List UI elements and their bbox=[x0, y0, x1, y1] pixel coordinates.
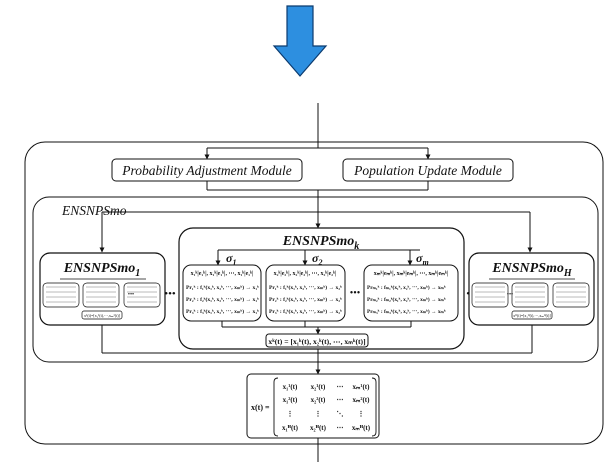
ensnpsmo-group-label: ENSNPSmo bbox=[61, 203, 127, 218]
matrix-cell-3-3: ⋱ bbox=[337, 410, 344, 418]
down-arrow-icon bbox=[272, 5, 328, 77]
left-module-output: x¹(t)=[x₁¹(t),⋯,xₘ¹(t)] bbox=[81, 310, 123, 320]
left-output-text: x¹(t)=[x₁¹(t),⋯,xₘ¹(t)] bbox=[84, 313, 120, 319]
matrix-cell-2-3: ⋯ bbox=[337, 396, 344, 404]
center-module-title: ENSNPSmok bbox=[282, 234, 360, 252]
neuron-m-rule-3: Prₘ₃ᵏ : fₘ₃ᵏ(x₁ᵏ, x₂ᵏ, ⋯, xₘᵏ) → xₘᵏ bbox=[367, 308, 446, 315]
module-merge-lines bbox=[206, 181, 429, 197]
neuron-1-rule-3: Pr₃ᵏ : f₃ᵏ(x₁ᵏ, x₂ᵏ, ⋯, xₘᵏ) → x₁ᵏ bbox=[186, 308, 259, 315]
right-module-mini-text bbox=[475, 286, 586, 303]
center-output-vector: xᵏ(t) = [x₁ᵏ(t), x₂ᵏ(t), ⋯, xₘᵏ(t)] bbox=[265, 333, 369, 348]
collection-lines bbox=[101, 325, 533, 375]
matrix-cell-3-4: ⋮ bbox=[358, 410, 365, 418]
neuron-1: x₁ᵏ|e₁ᵏ|, x₁ᵏ|e₁ᵏ|, ⋯, x₁ᵏ|e₁ᵏ| Pr₁ᵏ : f… bbox=[182, 264, 262, 322]
matrix-right-bracket bbox=[371, 377, 377, 437]
neuron-2-rule-2: Pr₂ᵏ : f₂ᵏ(x₁ᵏ, x₂ᵏ, ⋯, xₘᵏ) → x₂ᵏ bbox=[269, 296, 342, 303]
ensnpsmo-group-container bbox=[32, 196, 599, 363]
matrix-cell-3-1: ⋮ bbox=[287, 410, 294, 418]
outer-container bbox=[24, 141, 604, 445]
neuron-m: xₘᵏ|eₘᵏ|, xₘᵏ|eₘᵏ|, ⋯, xₘᵏ|eₘᵏ| Prₘ₁ᵏ : … bbox=[363, 264, 459, 322]
neuron-2: x₂ᵏ|e₂ᵏ|, x₂ᵏ|e₂ᵏ|, ⋯, x₂ᵏ|e₂ᵏ| Pr₁ᵏ : f… bbox=[265, 264, 346, 322]
left-module-title: ENSNPSmo1 bbox=[63, 261, 141, 279]
neuron-ellipsis-2: ••• bbox=[350, 288, 361, 299]
sigma-m-label: σm bbox=[416, 251, 429, 267]
neuron-2-rule-3: Pr₃ᵏ : f₃ᵏ(x₁ᵏ, x₂ᵏ, ⋯, xₘᵏ) → x₂ᵏ bbox=[269, 308, 342, 315]
neuron-1-rule-1: Pr₁ᵏ : f₁ᵏ(x₁ᵏ, x₂ᵏ, ⋯, xₘᵏ) → x₁ᵏ bbox=[186, 284, 259, 291]
neuron-1-header: x₁ᵏ|e₁ᵏ|, x₁ᵏ|e₁ᵏ|, ⋯, x₁ᵏ|e₁ᵏ| bbox=[191, 271, 254, 277]
right-mini-ellipsis: ••• bbox=[507, 292, 513, 298]
matrix-cell-4-3: ⋯ bbox=[337, 424, 344, 432]
matrix-cell-1-4: xₘ¹(t) bbox=[353, 383, 371, 391]
left-module-mini-neurons bbox=[42, 278, 161, 308]
sigma-2-label: σ2 bbox=[312, 251, 322, 267]
matrix-lhs: x(t) = bbox=[251, 403, 270, 412]
sigma-1-label: σ1 bbox=[226, 251, 236, 267]
neuron-output-lines bbox=[221, 321, 412, 335]
left-module-mini-text bbox=[46, 286, 157, 303]
right-output-text: xᴴ(t)=[x₁ᴴ(t),⋯,xₘᴴ(t)] bbox=[513, 313, 551, 319]
neuron-m-rule-2: Prₘ₂ᵏ : fₘ₂ᵏ(x₁ᵏ, x₂ᵏ, ⋯, xₘᵏ) → xₘᵏ bbox=[367, 296, 446, 303]
neuron-2-header: x₂ᵏ|e₂ᵏ|, x₂ᵏ|e₂ᵏ|, ⋯, x₂ᵏ|e₂ᵏ| bbox=[274, 271, 337, 277]
matrix-cell-1-3: ⋯ bbox=[337, 383, 344, 391]
matrix-cell-3-2: ⋮ bbox=[315, 410, 322, 418]
sigma-feed-lines bbox=[215, 249, 420, 266]
right-module-H: ENSNPSmoH ••• xᴴ(t)=[x₁ᴴ(t),⋯,xₘᴴ(t)] bbox=[468, 252, 595, 326]
center-output-text: xᵏ(t) = [x₁ᵏ(t), x₂ᵏ(t), ⋯, xₘᵏ(t)] bbox=[268, 337, 365, 346]
matrix-cell-2-1: x₁²(t) bbox=[283, 396, 298, 404]
right-module-mini-neurons bbox=[471, 278, 590, 308]
matrix-cell-2-4: xₘ²(t) bbox=[353, 396, 371, 404]
matrix-cell-4-4: xₘᴴ(t) bbox=[352, 424, 371, 432]
neuron-m-rule-1: Prₘ₁ᵏ : fₘ₁ᵏ(x₁ᵏ, x₂ᵏ, ⋯, xₘᵏ) → xₘᵏ bbox=[367, 284, 446, 291]
center-module-k: ENSNPSmok σ1 σ2 σm x₁ᵏ|e₁ᵏ|, x₁ᵏ|e₁ᵏ|, ⋯… bbox=[178, 227, 465, 350]
matrix-cell-1-1: x₁¹(t) bbox=[283, 383, 298, 391]
matrix-cell-4-1: x₁ᴴ(t) bbox=[282, 424, 299, 432]
module-ellipsis-left: ••• bbox=[164, 288, 176, 300]
matrix-left-bracket bbox=[273, 377, 279, 437]
left-mini-ellipsis: ••• bbox=[128, 292, 134, 298]
right-module-output: xᴴ(t)=[x₁ᴴ(t),⋯,xₘᴴ(t)] bbox=[511, 310, 553, 320]
probability-adjustment-label: Probability Adjustment Module bbox=[121, 163, 291, 178]
neuron-1-rule-2: Pr₂ᵏ : f₂ᵏ(x₁ᵏ, x₂ᵏ, ⋯, xₘᵏ) → x₁ᵏ bbox=[186, 296, 259, 303]
population-update-label: Population Update Module bbox=[353, 163, 502, 178]
module-split-lines bbox=[204, 142, 431, 160]
population-matrix: x(t) = x₁¹(t) x₂¹(t) ⋯ xₘ¹(t) x₁²(t) x₂²… bbox=[246, 373, 380, 439]
neuron-m-header: xₘᵏ|eₘᵏ|, xₘᵏ|eₘᵏ|, ⋯, xₘᵏ|eₘᵏ| bbox=[374, 271, 448, 277]
neuron-2-rule-1: Pr₁ᵏ : f₁ᵏ(x₁ᵏ, x₂ᵏ, ⋯, xₘᵏ) → x₂ᵏ bbox=[269, 284, 342, 291]
probability-adjustment-module: Probability Adjustment Module bbox=[111, 158, 303, 182]
matrix-cell-1-2: x₂¹(t) bbox=[311, 383, 326, 391]
matrix-cell-4-2: x₂ᴴ(t) bbox=[310, 424, 327, 432]
population-update-module: Population Update Module bbox=[342, 158, 514, 182]
distribution-lines bbox=[99, 197, 533, 253]
right-module-title: ENSNPSmoH bbox=[491, 261, 573, 279]
left-module-1: ENSNPSmo1 ••• x¹(t)=[x₁¹(t),⋯,xₘ¹(t)] bbox=[39, 252, 166, 326]
matrix-cell-2-2: x₂²(t) bbox=[311, 396, 326, 404]
